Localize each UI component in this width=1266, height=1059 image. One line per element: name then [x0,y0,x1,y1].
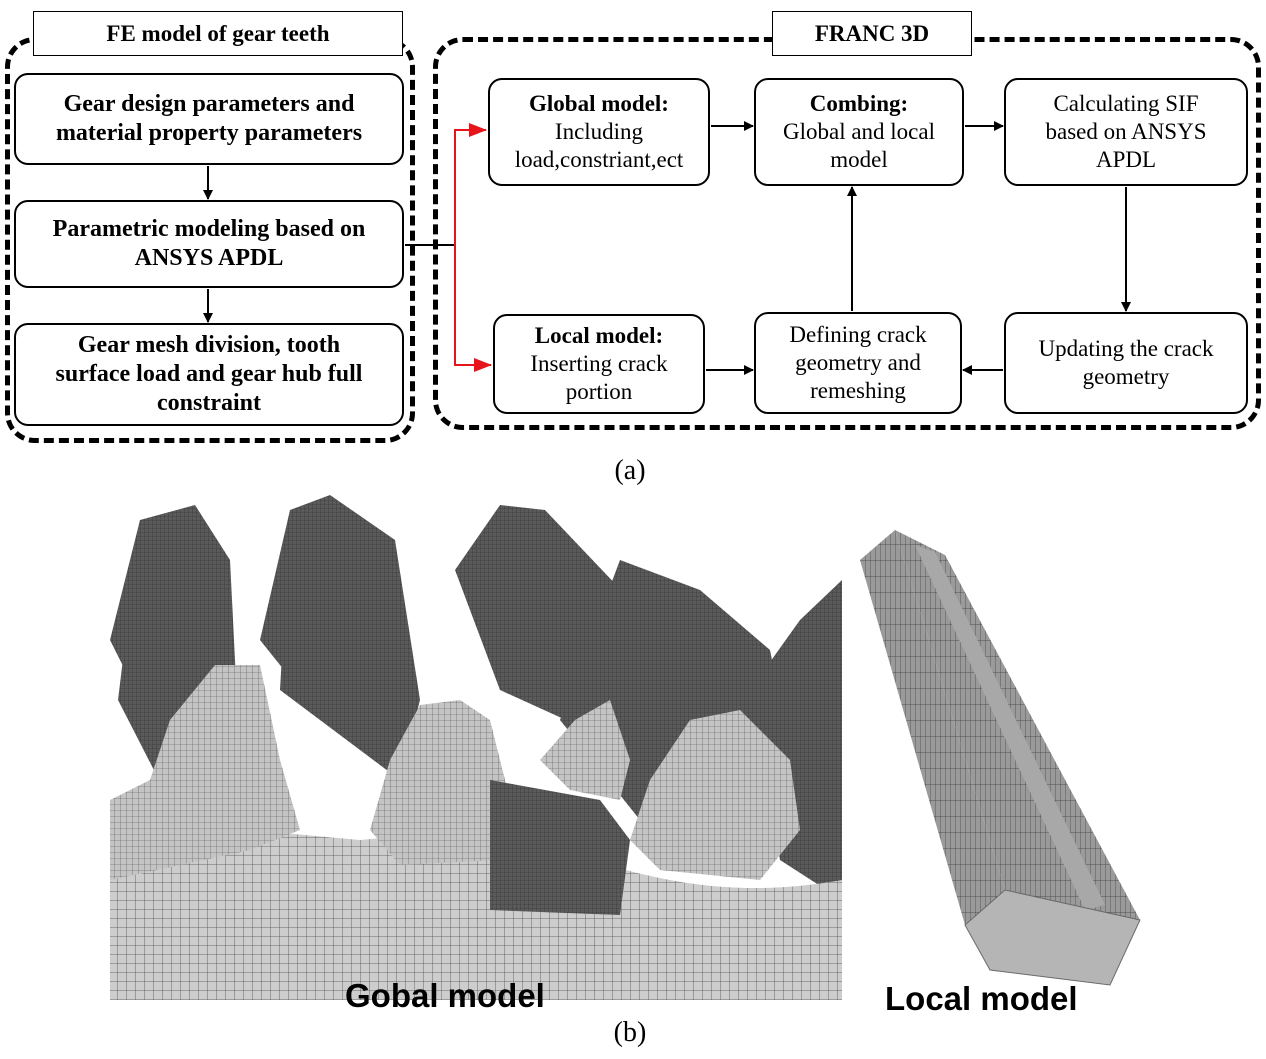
parametric-modeling-line-1: Parametric modeling based on [52,215,366,242]
design-parameters-line-1: Gear design parameters and [63,90,355,117]
franc3d-group-title: FRANC 3D [772,11,972,56]
combing-line-1: Global and local [782,118,935,144]
design-parameters-box: Gear design parameters and material prop… [14,73,404,165]
mesh-division-line-1: Gear mesh division, tooth [77,331,341,358]
local-crack-block [860,530,1141,986]
calculating-sif-box: Calculating SIF based on ANSYS APDL [1004,78,1248,186]
defining-crack-line-2: geometry and [795,349,921,375]
global-model-heading: Global model: [529,90,669,116]
local-model-label: Local model [885,980,1078,1017]
local-model-line-2: portion [565,379,633,405]
global-model-label: Gobal model [345,977,545,1014]
mesh-division-box: Gear mesh division, tooth surface load a… [14,323,404,426]
parametric-modeling-box: Parametric modeling based on ANSYS APDL [14,200,404,288]
caption-b: (b) [613,1017,647,1048]
global-model-line-1: Including [554,118,644,144]
updating-crack-line-2: geometry [1082,364,1170,389]
local-model-heading: Local model: [534,322,664,348]
link-arrow-to-global [454,123,487,245]
flow-connectors [203,121,1131,375]
combing-box: Combing: Global and local model [754,78,964,186]
combing-line-2: model [830,147,888,173]
global-model-box: Global model: Including load,constriant,… [488,78,710,186]
defining-crack-box: Defining crack geometry and remeshing [754,312,962,414]
caption-a: (a) [614,455,646,486]
defining-crack-line-1: Defining crack [789,321,927,347]
combing-heading: Combing: [809,90,909,116]
parametric-modeling-line-2: ANSYS APDL [134,245,284,271]
updating-crack-line-1: Updating the crack [1038,335,1214,361]
calculating-sif-line-1: Calculating SIF [1053,90,1199,116]
local-model-box: Local model: Inserting crack portion [493,314,705,414]
fe-model-group-title: FE model of gear teeth [33,11,403,56]
local-model-line-1: Inserting crack [530,350,668,376]
calculating-sif-line-3: APDL [1095,147,1157,173]
mesh-division-line-2: surface load and gear hub full [55,360,363,387]
calculating-sif-line-2: based on ANSYS [1045,118,1207,144]
link-arrow-to-local [454,245,492,372]
design-parameters-line-2: material property parameters [55,120,363,146]
defining-crack-line-3: remeshing [810,378,906,404]
global-gear-mesh [110,495,842,1000]
global-model-line-2: load,constriant,ect [514,147,684,173]
mesh-division-line-3: constraint [157,390,261,417]
updating-crack-box: Updating the crack geometry [1004,312,1248,414]
